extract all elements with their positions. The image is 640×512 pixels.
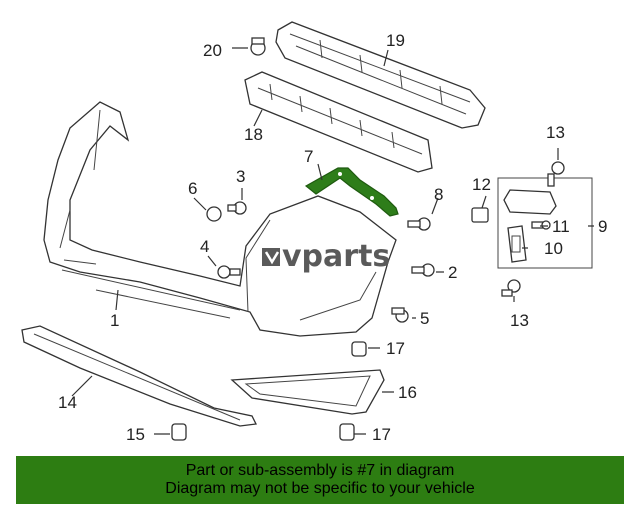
callout-18: 18: [244, 125, 263, 144]
callout-8: 8: [434, 185, 443, 204]
fastener-8: [407, 217, 431, 231]
info-banner: Part or sub-assembly is #7 in diagram Di…: [16, 456, 624, 504]
leader-lines: [71, 47, 594, 435]
callout-4: 4: [200, 237, 209, 256]
fastener-17-top: [351, 341, 367, 357]
reinforcement-beam-19: [275, 21, 486, 129]
callout-20: 20: [203, 41, 222, 60]
fastener-17-bottom: [339, 423, 355, 441]
callout-11: 11: [552, 217, 570, 236]
watermark-text: vparts: [282, 239, 390, 274]
parts-diagram: vparts 20 19 18 7: [21, 21, 607, 444]
callout-14: 14: [58, 393, 77, 412]
trim-16: [230, 369, 385, 415]
fastener-3: [227, 201, 247, 215]
callout-9: 9: [598, 217, 607, 236]
energy-absorber-18: [244, 71, 433, 173]
callout-17-bottom: 17: [372, 425, 391, 444]
callout-3: 3: [236, 167, 245, 186]
lower-garnish-14: [21, 325, 257, 427]
callout-15: 15: [126, 425, 145, 444]
callout-2: 2: [448, 263, 457, 282]
fastener-13-bottom: [501, 279, 521, 297]
fastener-13-top: [547, 161, 565, 187]
bracket-7-highlighted: [304, 167, 399, 217]
banner-line-1: Part or sub-assembly is #7 in diagram: [185, 462, 455, 479]
callout-labels: 20 19 18 7 6 3 4 8 2 5 12 13 13 11 9 10 …: [58, 31, 607, 444]
spacer-9: [503, 189, 557, 215]
bracket-10: [507, 225, 527, 263]
callout-13-top: 13: [546, 123, 565, 142]
fastener-4: [217, 265, 241, 279]
callout-19: 19: [386, 31, 405, 50]
fastener-15: [171, 423, 187, 441]
fastener-6: [206, 206, 222, 222]
bumper-cover-1: [43, 101, 397, 337]
watermark-logo: vparts: [262, 239, 390, 274]
callout-7: 7: [304, 147, 313, 166]
fastener-2: [411, 263, 435, 277]
clip-12: [471, 207, 489, 223]
banner-line-2: Diagram may not be specific to your vehi…: [165, 480, 475, 497]
group-box-9: [497, 177, 593, 269]
callout-1: 1: [110, 311, 119, 330]
callout-17-top: 17: [386, 339, 405, 358]
callout-16: 16: [398, 383, 417, 402]
callout-13-bottom: 13: [510, 311, 529, 330]
fastener-11: [531, 220, 551, 230]
callout-12: 12: [472, 175, 491, 194]
callout-6: 6: [188, 179, 197, 198]
callout-5: 5: [420, 309, 429, 328]
fastener-5: [391, 307, 409, 323]
bolt-20: [250, 37, 266, 56]
callout-10: 10: [544, 239, 563, 258]
